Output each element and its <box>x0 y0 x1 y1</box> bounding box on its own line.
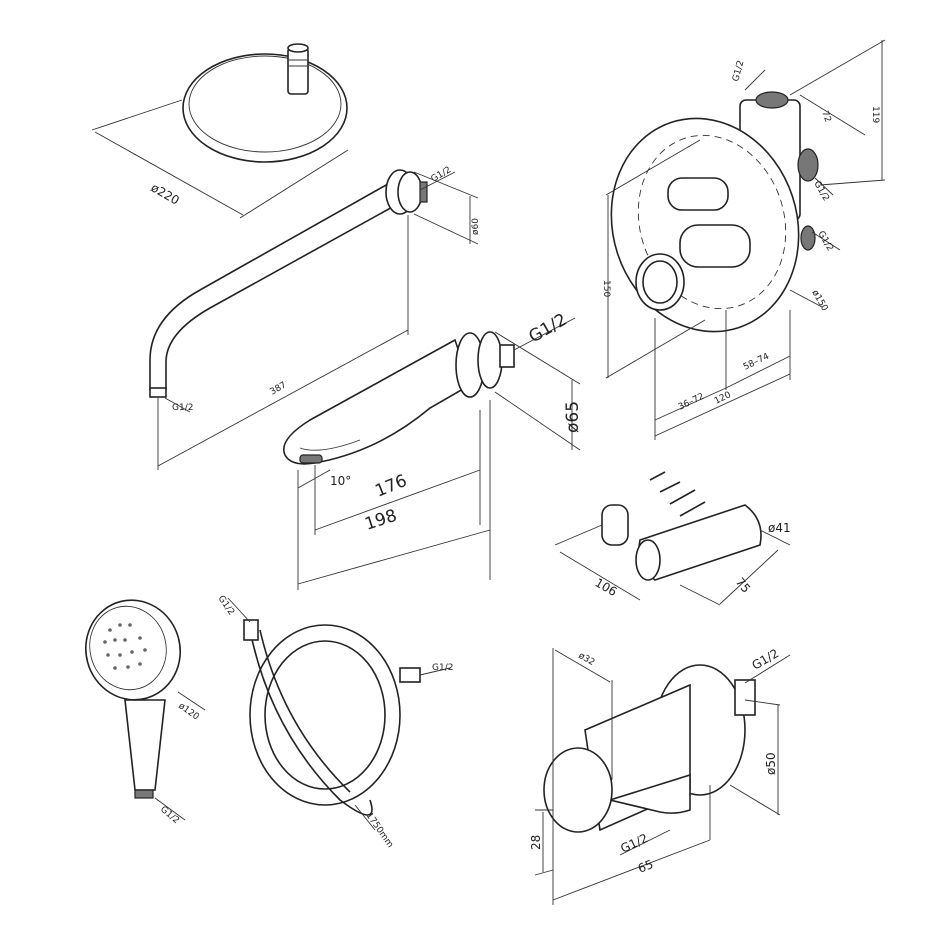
showerhead-drawing: ø220 <box>91 43 349 219</box>
outlet-thread-back-label: G1/2 <box>750 646 782 672</box>
mixer-depth-label: 72 <box>819 110 832 124</box>
mixer-drawing: G1/2 72 119 G1/2 G1/2 150 ø150 36–72 120… <box>601 39 886 440</box>
outlet-height-label: 28 <box>529 835 543 850</box>
mixer-range-right-label: 58–74 <box>742 352 771 373</box>
mixer-plate-height-label: 150 <box>601 280 611 297</box>
spout-inner-length-label: 176 <box>372 471 410 502</box>
arm-length-label: 387 <box>269 380 289 397</box>
mixer-plate-diameter-label: ø150 <box>809 289 829 314</box>
hose-thread-a-label: G1/2 <box>216 594 237 617</box>
wall-outlet-drawing: ø32 G1/2 ø50 28 G1/2 65 <box>529 646 791 905</box>
mixer-range-left-label: 36–72 <box>677 392 706 413</box>
spout-total-length-label: 198 <box>362 506 399 535</box>
outlet-depth-label: 65 <box>636 857 655 876</box>
hose-thread-b-label: G1/2 <box>432 663 453 673</box>
showerhead-diameter-label: ø220 <box>149 180 182 207</box>
outlet-holder-diameter-label: ø32 <box>577 651 597 668</box>
hose-length-label: 1750mm <box>364 811 395 850</box>
spout-angle-label: 10° <box>330 474 351 488</box>
hand-shower-thread-label: G1/2 <box>158 805 181 826</box>
outlet-flange-label: ø50 <box>764 752 778 775</box>
mixer-thread-low-label: G1/2 <box>815 230 834 254</box>
arm-thread-top-label: G1/2 <box>430 165 454 184</box>
holder-drawing: 106 75 ø41 <box>554 471 791 606</box>
arm-flange-label: ø60 <box>471 218 481 235</box>
mixer-thread-mid-label: G1/2 <box>811 180 830 204</box>
shower-arm-drawing: G1/2 ø60 387 G1/2 <box>149 165 481 470</box>
spout-thread-label: G1/2 <box>526 310 571 348</box>
holder-width-label: 106 <box>593 575 620 599</box>
spout-flange-label: ø65 <box>563 401 583 433</box>
outlet-thread-bottom-label: G1/2 <box>618 831 650 856</box>
spout-drawing: G1/2 ø65 10° 176 198 <box>283 310 583 590</box>
hand-shower-drawing: ø120 G1/2 <box>84 599 206 826</box>
holder-depth-label: 75 <box>733 575 754 596</box>
arm-thread-end-label: G1/2 <box>172 403 193 413</box>
hose-drawing: G1/2 G1/2 1750mm <box>216 594 454 850</box>
holder-diameter-label: ø41 <box>768 521 791 535</box>
mixer-thread-top-label: G1/2 <box>731 59 746 82</box>
mixer-height-label: 119 <box>870 106 880 123</box>
